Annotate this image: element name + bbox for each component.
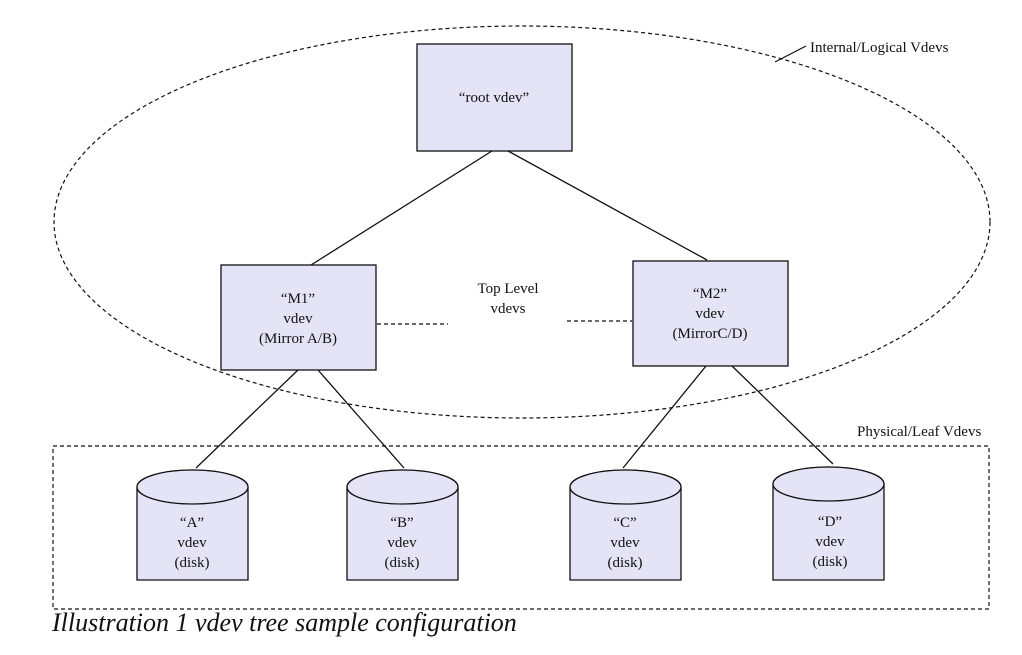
disk-a-node: “A” vdev (disk)	[136, 469, 249, 581]
disk-c-desc: (disk)	[608, 555, 643, 571]
m2-vdev-box	[632, 260, 789, 367]
disk-a-cylinder-top	[136, 469, 249, 505]
disk-c-type: vdev	[610, 535, 640, 551]
disk-a-name: “A”	[180, 515, 204, 531]
disk-a-type: vdev	[177, 535, 207, 551]
edge-m2-c	[622, 365, 707, 469]
figure-caption: Illustration 1 vdev tree sample configur…	[52, 608, 517, 637]
m1-vdev-desc: (Mirror A/B)	[259, 331, 337, 347]
m2-vdev-type: vdev	[695, 306, 725, 322]
root-vdev-label: “root vdev”	[459, 90, 529, 106]
edge-m1-b	[317, 369, 405, 469]
disk-b-name: “B”	[390, 515, 413, 531]
edge-m1-a	[195, 369, 299, 469]
disk-a-desc: (disk)	[175, 555, 210, 571]
root-vdev-box	[416, 43, 573, 152]
disk-d-node: “D” vdev (disk)	[772, 466, 885, 581]
m2-vdev-name: “M2”	[693, 286, 727, 302]
disk-c-cylinder-top	[569, 469, 682, 505]
disk-d-desc: (disk)	[813, 554, 848, 570]
disk-d-cylinder-top	[772, 466, 885, 502]
m1-vdev-node: “M1” vdev (Mirror A/B)	[220, 264, 377, 371]
m2-vdev-desc: (MirrorC/D)	[673, 326, 748, 342]
disk-d-name: “D”	[818, 514, 842, 530]
disk-c-node: “C” vdev (disk)	[569, 469, 682, 581]
physical-vdevs-label: Physical/Leaf Vdevs	[857, 424, 981, 440]
m1-vdev-name: “M1”	[281, 291, 315, 307]
disk-b-node: “B” vdev (disk)	[346, 469, 459, 581]
internal-vdevs-boundary	[53, 25, 991, 419]
disk-c-name: “C”	[613, 515, 636, 531]
disk-b-desc: (disk)	[385, 555, 420, 571]
m2-vdev-node: “M2” vdev (MirrorC/D)	[632, 260, 789, 367]
top-level-label-line-2: vdevs	[491, 301, 526, 317]
root-vdev-node: “root vdev”	[416, 43, 573, 152]
edge-root-m1	[310, 150, 493, 266]
disk-b-type: vdev	[387, 535, 417, 551]
physical-vdevs-boundary	[52, 445, 990, 610]
disk-b-cylinder-top	[346, 469, 459, 505]
top-level-label-line-1: Top Level	[477, 281, 538, 297]
edge-m2-d	[731, 365, 834, 465]
disk-d-type: vdev	[815, 534, 845, 550]
internal-vdevs-label: Internal/Logical Vdevs	[810, 40, 949, 56]
m1-vdev-type: vdev	[283, 311, 313, 327]
internal-vdevs-pointer	[774, 45, 807, 63]
edge-root-m2	[507, 150, 708, 261]
m1-vdev-box	[220, 264, 377, 371]
